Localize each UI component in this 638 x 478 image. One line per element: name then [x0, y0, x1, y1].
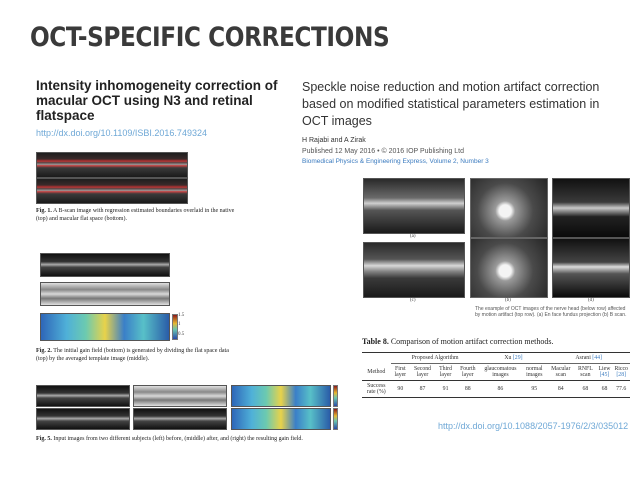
- table8-title: Table 8. Comparison of motion artifact c…: [362, 337, 553, 346]
- fig2-caption: Fig. 2. The initial gain field (bottom) …: [36, 348, 236, 363]
- table8-cell: 90: [390, 380, 410, 398]
- fig2-colorbar: [172, 314, 178, 340]
- fig5-colorbar-1: [333, 385, 338, 407]
- fig2-colorbar-tick-2: 1: [178, 322, 181, 327]
- rp-bscan-top: [363, 178, 465, 234]
- fig1-native-bscan: [36, 152, 188, 178]
- fig5-caption-text: Input images from two different subjects…: [53, 436, 303, 442]
- table8-group-proposed: Proposed Algorithm: [390, 352, 480, 364]
- table8-cell: 84: [547, 380, 575, 398]
- table8-cell: 68: [574, 380, 597, 398]
- fig2-colorbar-tick-3: 0.5: [178, 332, 185, 337]
- fig1-caption-text: A B-scan image with regression estimated…: [36, 208, 235, 222]
- table8-col-ricco: Ricco[28]: [612, 363, 630, 381]
- table8-col-rnfl: RNFL scan: [574, 363, 597, 381]
- fig5-label: Fig. 5.: [36, 436, 52, 442]
- fig1-label: Fig. 1.: [36, 208, 52, 214]
- rp-nerve-head-top: [552, 178, 630, 238]
- fig5-gain-field-1: [231, 385, 331, 407]
- rp-label-c: (c): [410, 298, 416, 303]
- table8-method-header: Method: [362, 363, 391, 381]
- fig2-template-image: [40, 282, 170, 306]
- table8-cell: 87: [409, 380, 436, 398]
- table8-label: Table 8.: [362, 337, 389, 346]
- fig5-gain-field-2: [231, 408, 331, 430]
- fig2-flat-space-data: [40, 253, 170, 277]
- right-paper-journal[interactable]: Biomedical Physics & Engineering Express…: [302, 158, 489, 165]
- table8-col-fourth-layer: Fourth layer: [456, 363, 480, 381]
- fig5-caption: Fig. 5. Input images from two different …: [36, 436, 356, 444]
- slide-title: OCT-specific corrections: [30, 22, 390, 53]
- rp-fundus-bottom: [470, 238, 548, 298]
- table8-group-xu: Xu [29]: [479, 352, 548, 364]
- fig2-caption-text: The initial gain field (bottom) is gener…: [36, 348, 229, 362]
- right-paper-doi-link[interactable]: http://dx.doi.org/10.1088/2057-1976/2/3/…: [438, 421, 629, 431]
- table-row: Success rate (%) 90 87 91 88 86 95 84 68…: [362, 380, 630, 398]
- table8-group-asrani: Asrani [44]: [547, 352, 630, 364]
- fig1-caption: Fig. 1. A B-scan image with regression e…: [36, 208, 236, 223]
- table8-col-macular: Macular scan: [547, 363, 575, 381]
- rp-nerve-head-bottom: [552, 238, 630, 298]
- fig1-flat-bscan: [36, 178, 188, 204]
- table8-col-liew: Liew[45]: [596, 363, 613, 381]
- table8-col-third-layer: Third layer: [435, 363, 457, 381]
- right-paper-authors: H Rajabi and A Zirak: [302, 137, 366, 144]
- rp-label-b: (b): [505, 298, 511, 303]
- fig5-after-2: [133, 408, 227, 430]
- table8-row-label: Success rate (%): [362, 380, 391, 398]
- table8-col-first-layer: First layer: [390, 363, 410, 381]
- table8-cell: 68: [596, 380, 613, 398]
- table8-cell: 77.6: [612, 380, 630, 398]
- rp-label-d: (d): [588, 298, 594, 303]
- rp-label-a: (a): [410, 234, 416, 239]
- fig5-after-1: [133, 385, 227, 407]
- table8-cell: 95: [521, 380, 548, 398]
- table8-cell: 88: [456, 380, 480, 398]
- table8-col-second-layer: Second layer: [409, 363, 436, 381]
- table8-col-normal: normal images: [521, 363, 548, 381]
- right-paper-title: Speckle noise reduction and motion artif…: [302, 80, 600, 128]
- table8-caption: Comparison of motion artifact correction…: [390, 337, 554, 346]
- rp-bscan-bottom: [363, 242, 465, 298]
- right-paper-published: Published 12 May 2016 • © 2016 IOP Publi…: [302, 148, 464, 155]
- fig2-label: Fig. 2.: [36, 348, 52, 354]
- fig5-before-2: [36, 408, 130, 430]
- fig2-colorbar-tick-1: 1.5: [178, 313, 185, 318]
- table8-col-glaucomatous: glaucomatous images: [479, 363, 522, 381]
- rp-fundus-top: [470, 178, 548, 238]
- left-paper-title: Intensity inhomogeneity correction of ma…: [36, 78, 278, 123]
- fig5-before-1: [36, 385, 130, 407]
- fig2-gain-field: [40, 313, 170, 341]
- table8: Proposed Algorithm Xu [29] Asrani [44] M…: [362, 352, 630, 398]
- left-paper-doi-link[interactable]: http://dx.doi.org/10.1109/ISBI.2016.7493…: [36, 128, 207, 138]
- table8-cell: 91: [435, 380, 457, 398]
- rp-figure-caption: The example of OCT images of the nerve h…: [475, 306, 627, 318]
- table8-cell: 86: [479, 380, 522, 398]
- fig5-colorbar-2: [333, 408, 338, 430]
